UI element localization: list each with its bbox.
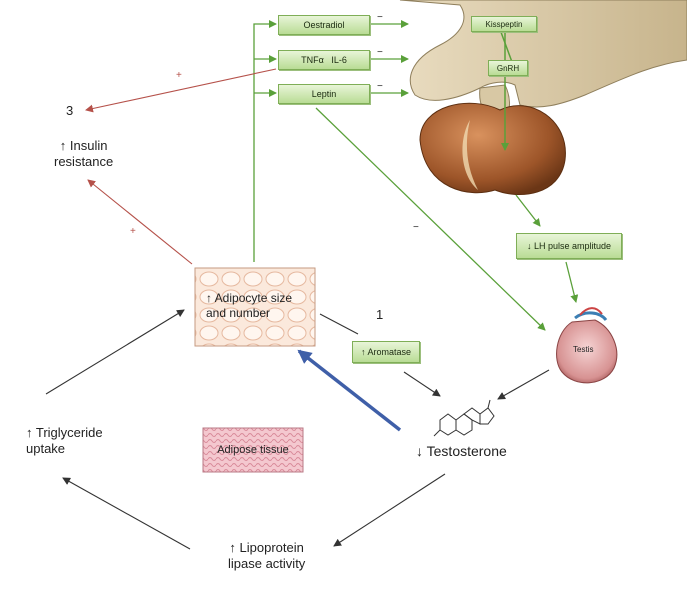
leptin-label: Leptin	[311, 89, 337, 99]
aromatase-label: ↑ Aromatase	[360, 347, 412, 357]
lh-box: ↓ LH pulse amplitude	[516, 233, 622, 259]
plus-sign-upper: +	[176, 70, 182, 81]
hypothalamus-pituitary-illustration	[399, 0, 687, 196]
minus-sign-testis: −	[413, 222, 419, 233]
minus-sign-tnf: −	[377, 47, 383, 58]
lipoprotein-label: ↑ Lipoprotein lipase activity	[228, 540, 306, 571]
triglyceride-label: ↑ Triglyceride uptake	[26, 425, 103, 456]
tnf-il6-box: TNFα IL-6	[278, 50, 370, 70]
testosterone-molecule-icon	[433, 399, 495, 437]
blue-arrow	[297, 349, 402, 432]
oestradiol-label: Oestradiol	[303, 20, 345, 30]
adipose-tissue-label: Adipose tissue	[217, 444, 289, 456]
tnf-il6-label: TNFα IL-6	[301, 55, 347, 65]
oestradiol-box: Oestradiol	[278, 15, 370, 35]
adipocyte-label: ↑ Adipocyte size and number	[206, 291, 293, 320]
leptin-box: Leptin	[278, 84, 370, 104]
gnrh-box: GnRH	[488, 60, 528, 76]
adipocyte-cells-image	[194, 267, 316, 347]
red-arrows	[85, 68, 277, 265]
minus-sign-leptin: −	[377, 81, 383, 92]
kisspeptin-label: Kisspeptin	[485, 19, 523, 29]
testis-illustration	[556, 307, 618, 384]
gnrh-label: GnRH	[496, 63, 520, 73]
testosterone-label: ↓ Testosterone	[416, 443, 507, 459]
testis-label: Testis	[573, 345, 594, 354]
black-arrows	[45, 309, 550, 550]
step-number-3: 3	[66, 103, 74, 118]
lh-label: ↓ LH pulse amplitude	[526, 241, 612, 251]
adipose-tissue-image	[202, 427, 304, 473]
insulin-resistance-label: ↑ Insulin resistance	[54, 138, 114, 169]
plus-sign-lower: +	[130, 226, 136, 237]
step-number-1: 1	[376, 307, 384, 322]
green-arrows	[253, 20, 579, 331]
aromatase-box: ↑ Aromatase	[352, 341, 420, 363]
kisspeptin-box: Kisspeptin	[471, 16, 537, 32]
minus-sign-oestradiol: −	[377, 12, 383, 23]
